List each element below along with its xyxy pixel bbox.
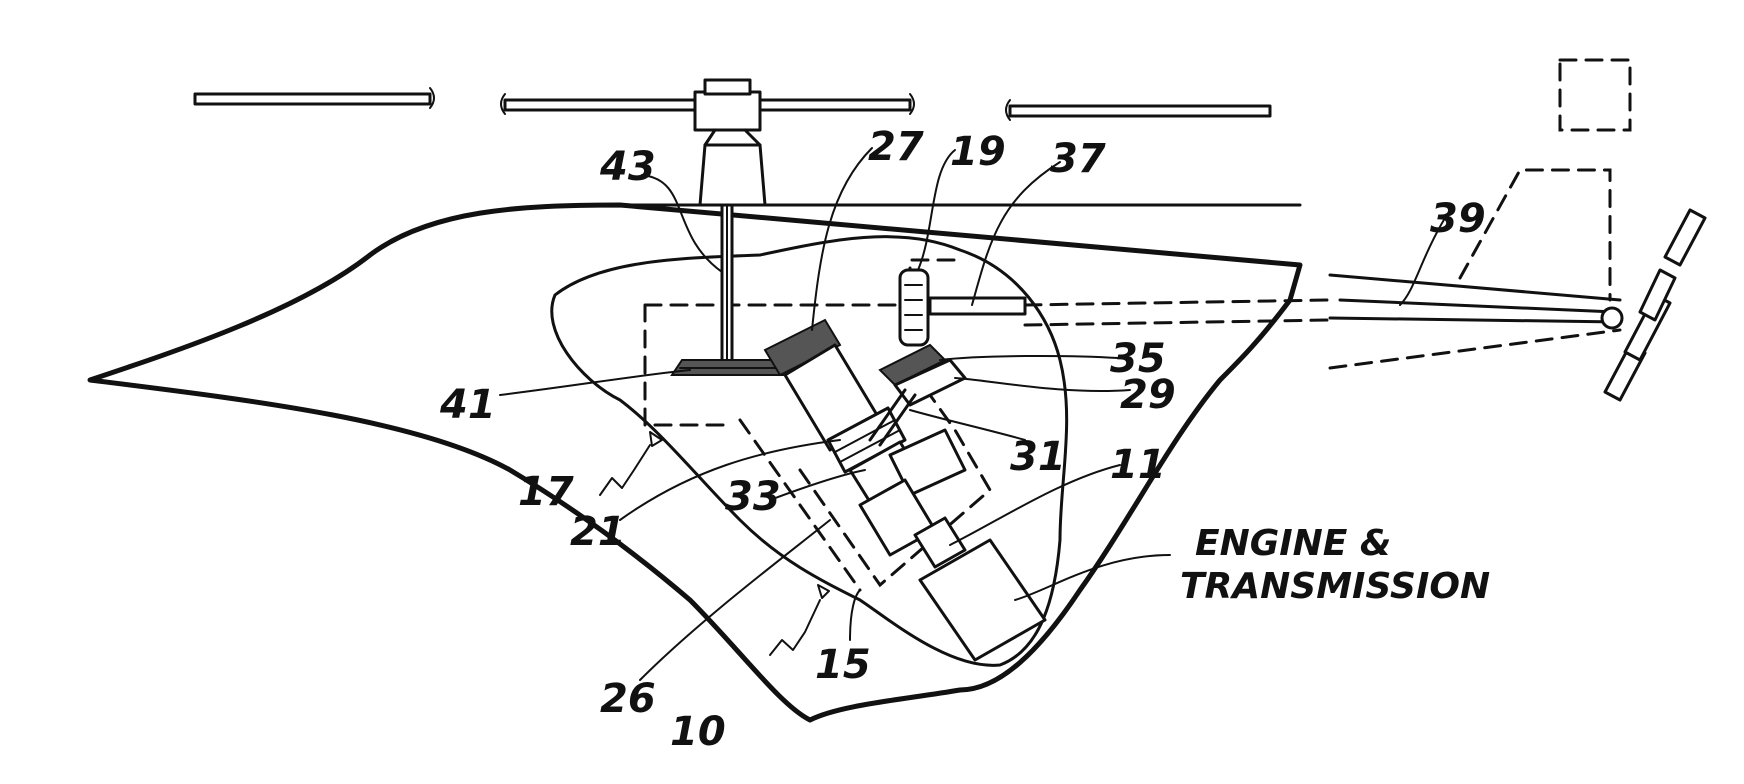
tail-shaft-39 — [1340, 300, 1615, 312]
label-17: 17 — [518, 469, 574, 515]
leader-41 — [500, 370, 690, 395]
leader-engine — [1015, 555, 1170, 600]
label-41: 41 — [439, 382, 496, 428]
rotor-hub — [695, 92, 760, 130]
rotor-blade-right-inner — [760, 100, 910, 110]
label-39: 39 — [1430, 196, 1486, 242]
rotor-blade-left-inner — [505, 100, 695, 110]
engine-label-line2: TRANSMISSION — [1180, 566, 1490, 607]
tail-fin-top-dashed — [1560, 60, 1630, 130]
rotor-blade-right-outer — [1010, 106, 1270, 116]
label-10: 10 — [670, 709, 726, 755]
label-29: 29 — [1120, 372, 1176, 418]
leader-26 — [640, 520, 830, 680]
label-31: 31 — [1010, 434, 1066, 480]
tail-output-shaft-37 — [930, 298, 1025, 314]
label-21: 21 — [570, 509, 626, 555]
label-19: 19 — [950, 129, 1006, 175]
label-33: 33 — [725, 474, 781, 520]
rotor-hub-cap — [705, 80, 750, 94]
leader-17 — [600, 445, 650, 495]
tail-boom-lower — [1330, 318, 1620, 322]
tail-boom-upper — [1330, 275, 1620, 300]
label-43: 43 — [599, 144, 656, 190]
rotor-mast — [700, 130, 765, 205]
label-37: 37 — [1050, 136, 1106, 182]
label-27: 27 — [868, 124, 924, 170]
leader-10 — [770, 600, 820, 655]
bevel-housing-19 — [900, 270, 928, 345]
label-26: 26 — [600, 676, 656, 722]
engine-transmission-label: ENGINE & TRANSMISSION — [1180, 523, 1490, 607]
leader-31 — [910, 410, 1025, 440]
tail-rotor — [1602, 210, 1705, 400]
leader-15 — [850, 590, 860, 640]
main-rotor — [195, 80, 1270, 205]
leader-29 — [955, 378, 1130, 391]
label-15: 15 — [815, 642, 871, 688]
label-11: 11 — [1110, 442, 1166, 488]
rotor-blade-left-outer — [195, 94, 430, 104]
engine-label-line1: ENGINE & — [1195, 523, 1391, 564]
leader-35 — [940, 356, 1118, 360]
vertical-shaft-43 — [722, 205, 732, 370]
